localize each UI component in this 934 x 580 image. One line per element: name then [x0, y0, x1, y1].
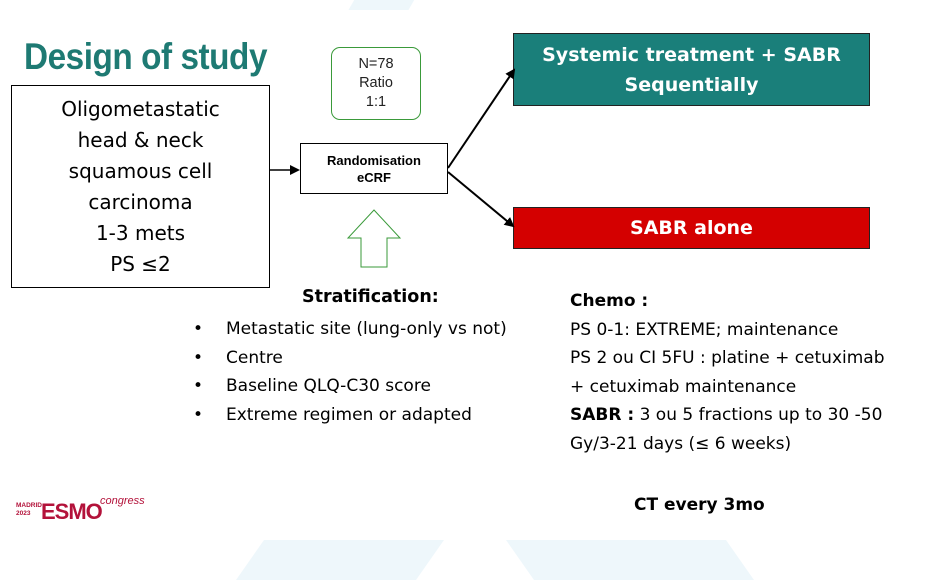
connector-arrows: [270, 68, 516, 268]
ratio-value: 1:1: [365, 94, 387, 110]
ct-followup: CT every 3mo: [634, 495, 765, 515]
arm-label: Sequentially: [624, 73, 759, 96]
stratification-title: Stratification:: [302, 287, 439, 307]
bullet-icon: •: [193, 319, 204, 339]
randomisation-box: Randomisation eCRF: [300, 143, 448, 194]
population-line: Oligometastatic: [61, 96, 220, 121]
stratification-list: •Metastatic site (lung-only vs not) •Cen…: [193, 315, 507, 429]
arm-label: SABR alone: [630, 217, 753, 239]
chemo-line: PS 0-1: EXTREME; maintenance: [570, 319, 839, 340]
bullet-icon: •: [193, 376, 204, 396]
logo-suffix: congress: [100, 495, 145, 507]
sabr-line: SABR : 3 ou 5 fractions up to 30 -50: [570, 401, 930, 430]
population-line: carcinoma: [88, 189, 193, 214]
sample-size-box: N=78 Ratio 1:1: [331, 47, 421, 120]
arm-label: Systemic treatment + SABR: [542, 43, 841, 66]
logo-brand: ESMO: [41, 499, 103, 524]
logo-city: MADRID 2023: [16, 502, 42, 517]
chemo-line: PS 2 ou CI 5FU : platine + cetuximab: [570, 348, 885, 368]
arm-sabr-alone: SABR alone: [513, 207, 870, 249]
list-item: •Metastatic site (lung-only vs not): [193, 315, 507, 344]
bullet-icon: •: [193, 404, 204, 425]
population-box: Oligometastatic head & neck squamous cel…: [11, 85, 270, 288]
chemo-title: Chemo :: [570, 291, 649, 311]
randomisation-label: Randomisation: [327, 152, 421, 168]
up-arrow-icon: [346, 209, 402, 268]
list-item: •Baseline QLQ-C30 score: [193, 372, 507, 401]
population-line: head & neck: [77, 127, 204, 152]
population-line: 1-3 mets: [95, 220, 186, 245]
arrow-right-icon: [447, 68, 516, 169]
population-line: squamous cell: [68, 158, 213, 183]
chemo-section: Chemo : PS 0-1: EXTREME; maintenance PS …: [570, 287, 930, 458]
ecrf-label: eCRF: [357, 169, 391, 185]
sabr-text: 3 ou 5 fractions up to 30 -50: [634, 405, 883, 425]
population-line: PS ≤2: [110, 251, 171, 276]
bullet-icon: •: [193, 347, 204, 368]
ratio-label: Ratio: [359, 75, 393, 91]
chemo-line: Gy/3-21 days (≤ 6 weeks): [570, 433, 792, 454]
list-item: •Extreme regimen or adapted: [193, 401, 507, 430]
arrow-right-icon: [447, 171, 515, 228]
sabr-label: SABR :: [570, 405, 635, 425]
slide-title: Design of study: [24, 36, 268, 77]
arm-systemic-sabr: Systemic treatment + SABR Sequentially: [513, 33, 870, 106]
chemo-line: + cetuximab maintenance: [570, 376, 797, 397]
sample-size-label: N=78: [358, 56, 394, 72]
list-item: •Centre: [193, 344, 507, 373]
